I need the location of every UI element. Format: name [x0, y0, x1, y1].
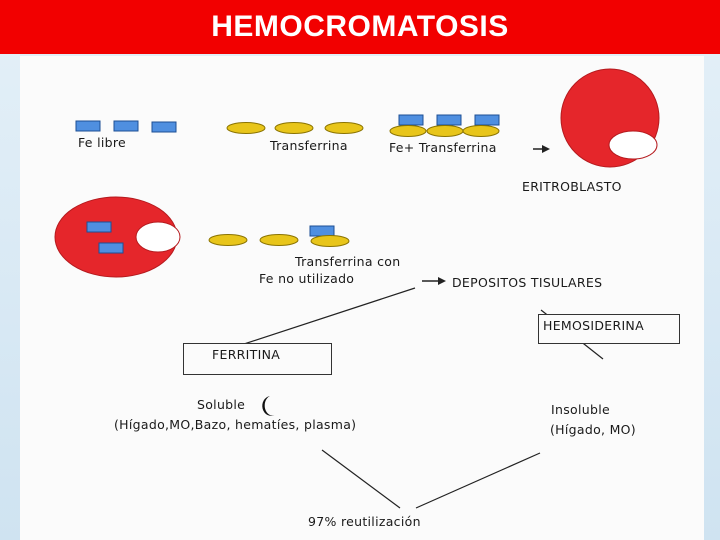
diagram-figure: Fe libre Transferrina Fe+ Transferrina E… [20, 56, 704, 540]
nucleus [608, 130, 658, 160]
iron-block [75, 120, 101, 132]
iron-block [474, 114, 500, 126]
label-fe-no-utilizado: Fe no utilizado [259, 271, 355, 286]
iron-block [98, 242, 124, 254]
transferrin-ellipse [226, 122, 266, 134]
transferrin-ellipse [259, 234, 299, 246]
label-eritroblasto: ERITROBLASTO [522, 179, 622, 194]
iron-block [151, 121, 177, 133]
iron-block [86, 221, 112, 233]
transferrin-row-2 [208, 225, 350, 247]
transferrin-ellipse [324, 122, 364, 134]
label-transferrina: Transferrina [270, 138, 348, 153]
diagram-drawing [54, 68, 660, 509]
label-fe-transferrina: Fe+ Transferrina [389, 140, 497, 155]
hemosiderina-box [538, 314, 680, 344]
arrow-to-depositos [422, 277, 446, 285]
label-insoluble-sitios: (Hígado, MO) [550, 422, 636, 437]
eritroblasto-cell [560, 68, 660, 168]
slide-title: HEMOCROMATOSIS [211, 10, 509, 43]
label-depositos-tisulares: DEPOSITOS TISULARES [452, 275, 603, 290]
vacuole [135, 221, 181, 253]
transferrin-ellipse [274, 122, 314, 134]
crescent-icon [262, 396, 275, 416]
transferrin-ellipse [310, 235, 350, 247]
label-fe-libre: Fe libre [78, 135, 127, 150]
label-transferrina-con: Transferrina con [295, 254, 401, 269]
macrophage-cell [54, 196, 181, 278]
iron-block [113, 120, 139, 132]
transferrin-group [226, 122, 364, 134]
label-ferritina: FERRITINA [212, 347, 281, 362]
label-insoluble: Insoluble [551, 402, 610, 417]
iron-block [398, 114, 424, 126]
transferrin-ellipse [208, 234, 248, 246]
label-reutilizacion: 97% reutilización [308, 514, 421, 529]
transferrin-ellipse [389, 125, 427, 137]
ferritina-box [183, 343, 332, 375]
iron-block [436, 114, 462, 126]
iron-block [309, 225, 335, 237]
iron-transferrin-group [389, 114, 500, 137]
label-soluble-sitios: (Hígado,MO,Bazo, hematíes, plasma) [114, 417, 357, 432]
free-iron-group [75, 120, 177, 133]
label-soluble: Soluble [197, 397, 246, 412]
arrow-to-eritroblasto [533, 145, 550, 153]
label-hemosiderina: HEMOSIDERINA [543, 318, 644, 333]
title-bar: HEMOCROMATOSIS [0, 0, 720, 54]
transferrin-ellipse [462, 125, 500, 137]
transferrin-ellipse [426, 125, 464, 137]
